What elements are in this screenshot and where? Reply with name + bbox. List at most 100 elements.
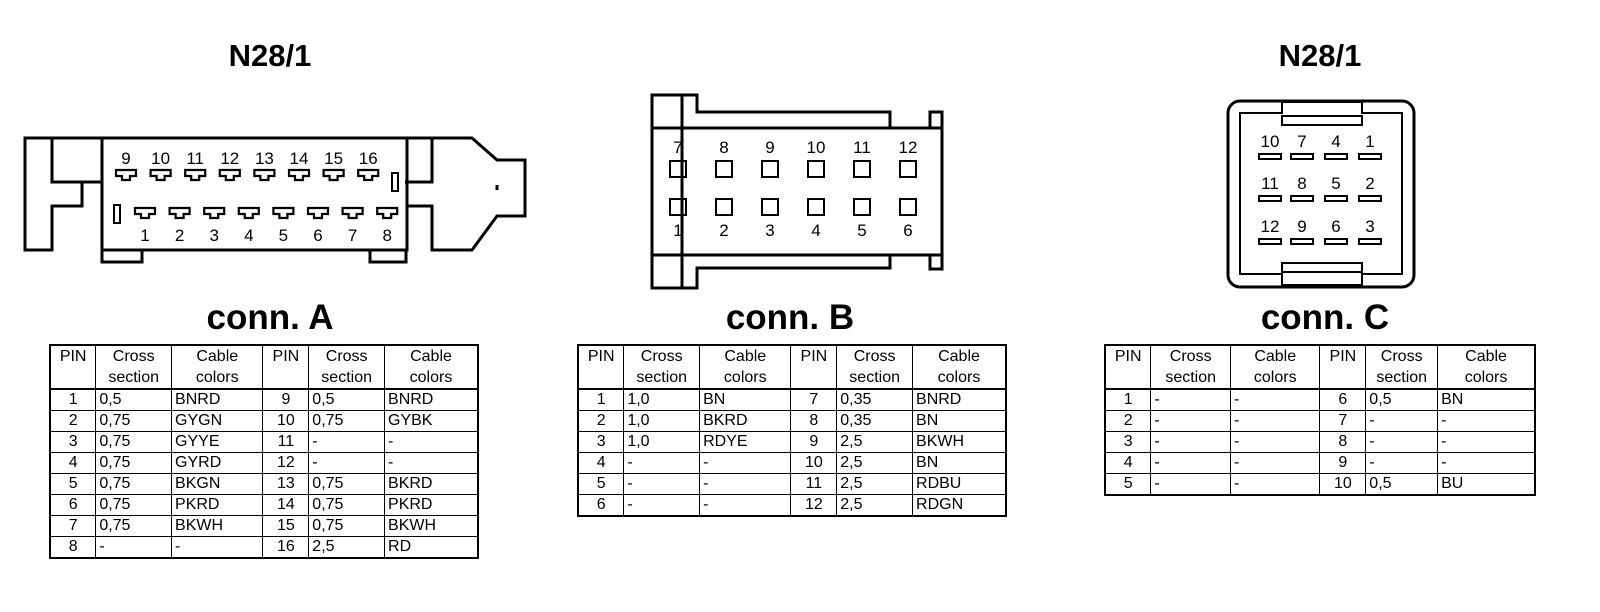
table-cell: 0,75 [308,410,386,432]
table-cell: GYRD [171,452,264,474]
table-cell: 6 [577,494,625,517]
table-cell: 8 [1319,431,1367,453]
table-cell: 0,75 [95,410,173,432]
pin-number-12: 12 [1261,217,1280,236]
terminal-9 [761,160,779,178]
table-cell: - [171,536,264,559]
table-cell: - [384,431,479,453]
terminal-5 [272,206,295,220]
pin-number-16: 16 [359,149,378,168]
table-cell: 0,75 [95,494,173,516]
column-header: PIN [577,344,625,390]
terminal-9 [114,168,138,182]
pin-number-5: 5 [279,226,288,245]
terminal-5 [1324,195,1348,202]
table-cell: 10 [790,452,838,474]
pin-number-1: 1 [1365,132,1374,151]
table-cell: 3 [577,431,625,453]
terminal-12 [899,160,917,178]
table-cell: - [699,473,792,495]
pin-number-12: 12 [220,149,239,168]
connector-b-label: conn. B [725,298,855,337]
terminal-12 [218,168,241,182]
terminal-1 [133,206,157,220]
pin-number-10: 10 [1261,132,1280,151]
table-cell: 2,5 [836,473,914,495]
terminal-7 [341,206,364,220]
table-cell: 0,75 [308,494,386,516]
table-cell: BKWH [171,515,264,537]
terminal-3 [1358,238,1382,245]
pin-number-10: 10 [151,149,170,168]
terminal-2 [168,206,191,220]
pin-number-1: 1 [673,221,682,240]
terminal-10 [149,168,172,182]
table-cell: 0,75 [308,515,386,537]
table-cell: - [1437,452,1536,474]
pin-number-7: 7 [673,138,682,157]
table-row: 2--7-- [1104,410,1536,432]
table-cell: PKRD [171,494,264,516]
table-cell: 0,5 [308,388,386,411]
table-cell: 1,0 [623,431,701,453]
column-header: PIN [262,344,310,390]
connector-c-title: N28/1 [1278,38,1362,73]
terminal-7 [1290,153,1314,160]
table-cell: RD [384,536,479,559]
terminal-11 [853,160,871,178]
pin-number-9: 9 [1297,217,1306,236]
pin-number-6: 6 [313,226,322,245]
table-cell: 16 [262,536,310,559]
table-cell: BN [912,452,1007,474]
table-cell: 10 [262,410,310,432]
table-cell: 0,75 [95,431,173,453]
table-cell: - [1365,452,1439,474]
terminal-2 [1358,195,1382,202]
pin-number-9: 9 [121,149,130,168]
table-row: 3--8-- [1104,431,1536,453]
terminal-16 [357,168,380,182]
pin-number-1: 1 [140,226,149,245]
terminal-13 [253,168,276,182]
table-cell: 9 [1319,452,1367,474]
terminal-1 [669,198,687,216]
pin-number-2: 2 [1365,174,1374,193]
table-cell: BKRD [384,473,479,495]
table-cell: BN [912,410,1007,432]
pin-number-2: 2 [719,221,728,240]
table-cell: - [384,452,479,474]
table-cell: 1,0 [623,410,701,432]
terminal-11 [184,168,207,182]
terminal-8 [715,160,733,178]
connector-a-label: conn. A [206,298,334,337]
pin-number-14: 14 [290,149,309,168]
pin-number-7: 7 [348,226,357,245]
pin-number-12: 12 [899,138,918,157]
table-cell: 0,75 [95,452,173,474]
pin-number-13: 13 [255,149,274,168]
table-cell: - [1150,452,1232,474]
pin-number-9: 9 [765,138,774,157]
terminal-8 [376,206,399,220]
pin-number-5: 5 [1331,174,1340,193]
terminal-8 [1290,195,1314,202]
